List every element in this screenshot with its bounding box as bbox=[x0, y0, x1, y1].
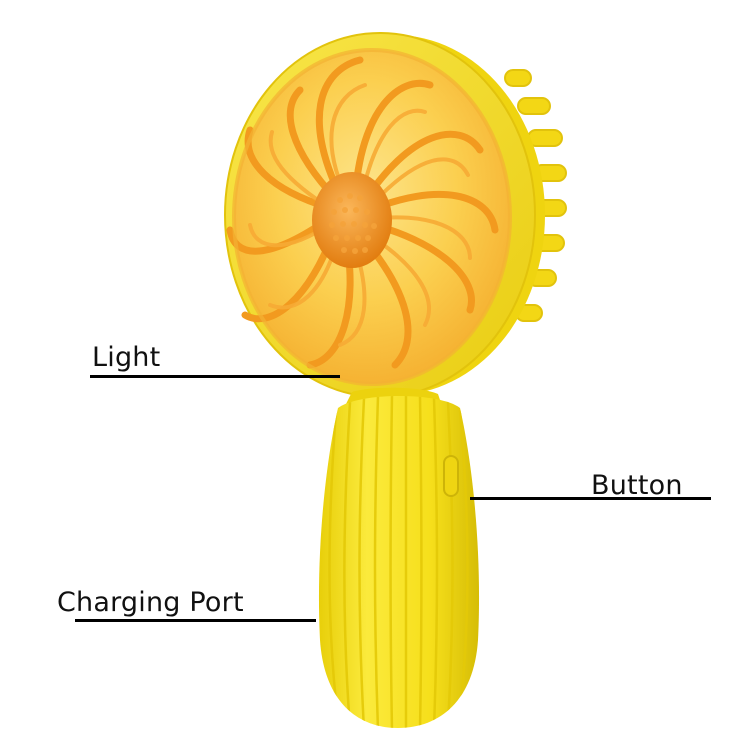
fan-handle bbox=[318, 396, 480, 728]
button-label: Button bbox=[591, 470, 683, 501]
power-button[interactable] bbox=[443, 455, 459, 497]
light-leader-line bbox=[90, 375, 340, 378]
handle-ribs bbox=[328, 396, 469, 728]
charging-port-label: Charging Port bbox=[57, 587, 244, 618]
fan-rim bbox=[232, 48, 512, 386]
button-leader-line bbox=[470, 497, 711, 500]
charging-port-leader-line bbox=[75, 619, 316, 622]
light-label: Light bbox=[92, 342, 161, 373]
fan-hub-texture bbox=[329, 193, 377, 254]
fan-hub bbox=[312, 172, 392, 268]
